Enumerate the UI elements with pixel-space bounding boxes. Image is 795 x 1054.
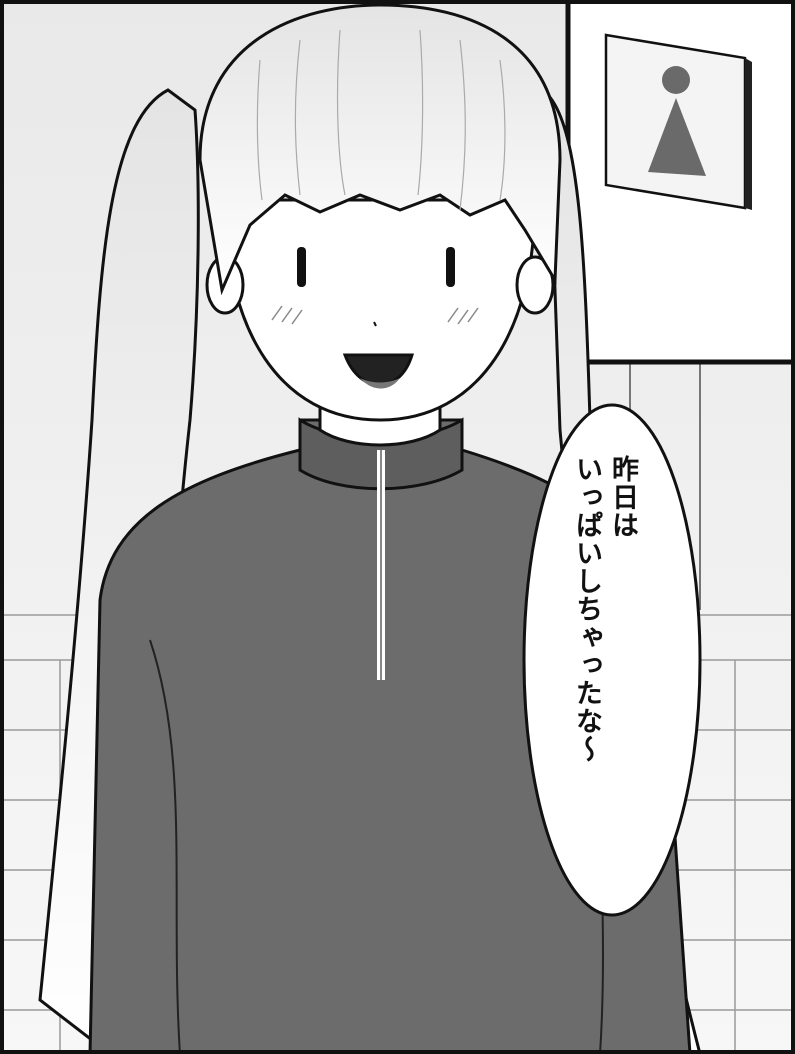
left-eye [297,247,306,287]
speech-bubble-text: 昨日は いっぱいしちゃったな〜 [568,455,640,875]
bangs [198,3,562,296]
restroom-sign [604,33,752,210]
speech-bubble [522,403,702,917]
speech-line-1: 昨日は [607,455,638,539]
speech-line-2: いっぱいしちゃったな〜 [571,455,602,763]
female-restroom-icon-head [662,66,690,94]
blush [271,305,479,325]
right-eye [446,247,455,287]
female-restroom-icon-body [648,98,706,176]
